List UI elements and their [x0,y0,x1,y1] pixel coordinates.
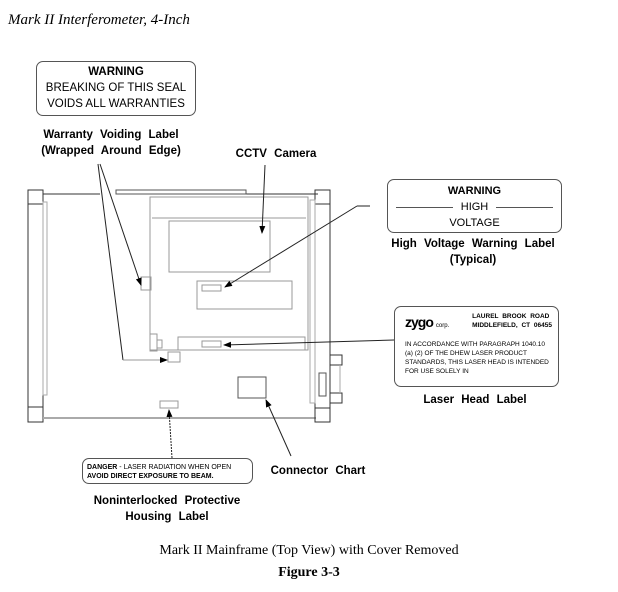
warranty-warning-label: WARNING BREAKING OF THIS SEAL VOIDS ALL … [36,61,196,116]
hv-line1-row: HIGH [388,199,561,215]
danger-label: DANGER - LASER RADIATION WHEN OPEN AVOID… [82,458,253,484]
housing-caption-line1: Noninterlocked Protective [93,495,241,507]
connector-chart [237,376,267,399]
housing-label-mark [159,400,179,409]
laser-head-text: IN ACCORDANCE WITH PARAGRAPH 1040.10 (a)… [405,340,549,376]
hv-title: WARNING [447,185,502,197]
optical-plate [140,196,309,409]
divider [496,206,553,208]
high-voltage-warning-label: WARNING HIGH VOLTAGE [387,179,562,233]
hv-caption-line1: High Voltage Warning Label [391,238,555,250]
cctv-camera [168,220,271,273]
warranty-warning-line2: VOIDS ALL WARRANTIES [47,98,185,110]
hv-line2: VOLTAGE [449,217,500,229]
laser-text-line3: STANDARDS, THIS LASER HEAD IS INTENDED [405,359,549,366]
divider [396,206,453,208]
logo-suffix: corp. [435,323,450,329]
address-line1: LAUREL BROOK ROAD [472,313,550,320]
hv-line1: HIGH [460,201,489,213]
danger-line2: AVOID DIRECT EXPOSURE TO BEAM. [87,473,214,480]
warranty-warning-line1: BREAKING OF THIS SEAL [45,82,187,94]
warranty-caption-line1: Warranty Voiding Label [43,129,179,141]
hv-component [196,280,293,310]
leader-lines [97,163,395,459]
address-line2: MIDDLEFIELD, CT 06455 [472,322,552,329]
mainframe-outline [27,189,343,423]
logo-text: zygo [405,314,434,330]
danger-text1: - LASER RADIATION WHEN OPEN [117,464,232,471]
document-header: Mark II Interferometer, 4-Inch [8,12,190,28]
laser-text-line2: (a) (2) OF THE DHEW LASER PRODUCT [405,350,527,357]
hv-caption: High Voltage Warning Label (Typical) [378,236,568,268]
laser-text-line4: FOR USE SOLELY IN [405,368,469,375]
danger-prefix: DANGER [87,464,118,471]
hv-caption-line2: (Typical) [449,254,497,266]
warranty-seal-2 [167,351,181,363]
laser-text-line1: IN ACCORDANCE WITH PARAGRAPH 1040.10 [405,341,546,348]
housing-caption: Noninterlocked Protective Housing Label [72,493,262,525]
cctv-camera-caption: CCTV Camera [235,148,317,160]
laser-head-caption: Laser Head Label [423,394,527,406]
connector-chart-caption: Connector Chart [270,465,366,477]
warranty-warning-title: WARNING [88,66,144,78]
warranty-caption-line2: (Wrapped Around Edge) [41,145,181,157]
figure-description: Mark II Mainframe (Top View) with Cover … [159,543,459,558]
address: LAUREL BROOK ROAD MIDDLEFIELD, CT 06455 [472,312,552,330]
figure-number: Figure 3-3 [278,565,340,580]
laser-head [177,336,306,351]
warranty-caption: Warranty Voiding Label (Wrapped Around E… [26,127,196,159]
danger-line1: DANGER - LASER RADIATION WHEN OPEN [87,463,252,472]
housing-caption-line2: Housing Label [125,511,209,523]
